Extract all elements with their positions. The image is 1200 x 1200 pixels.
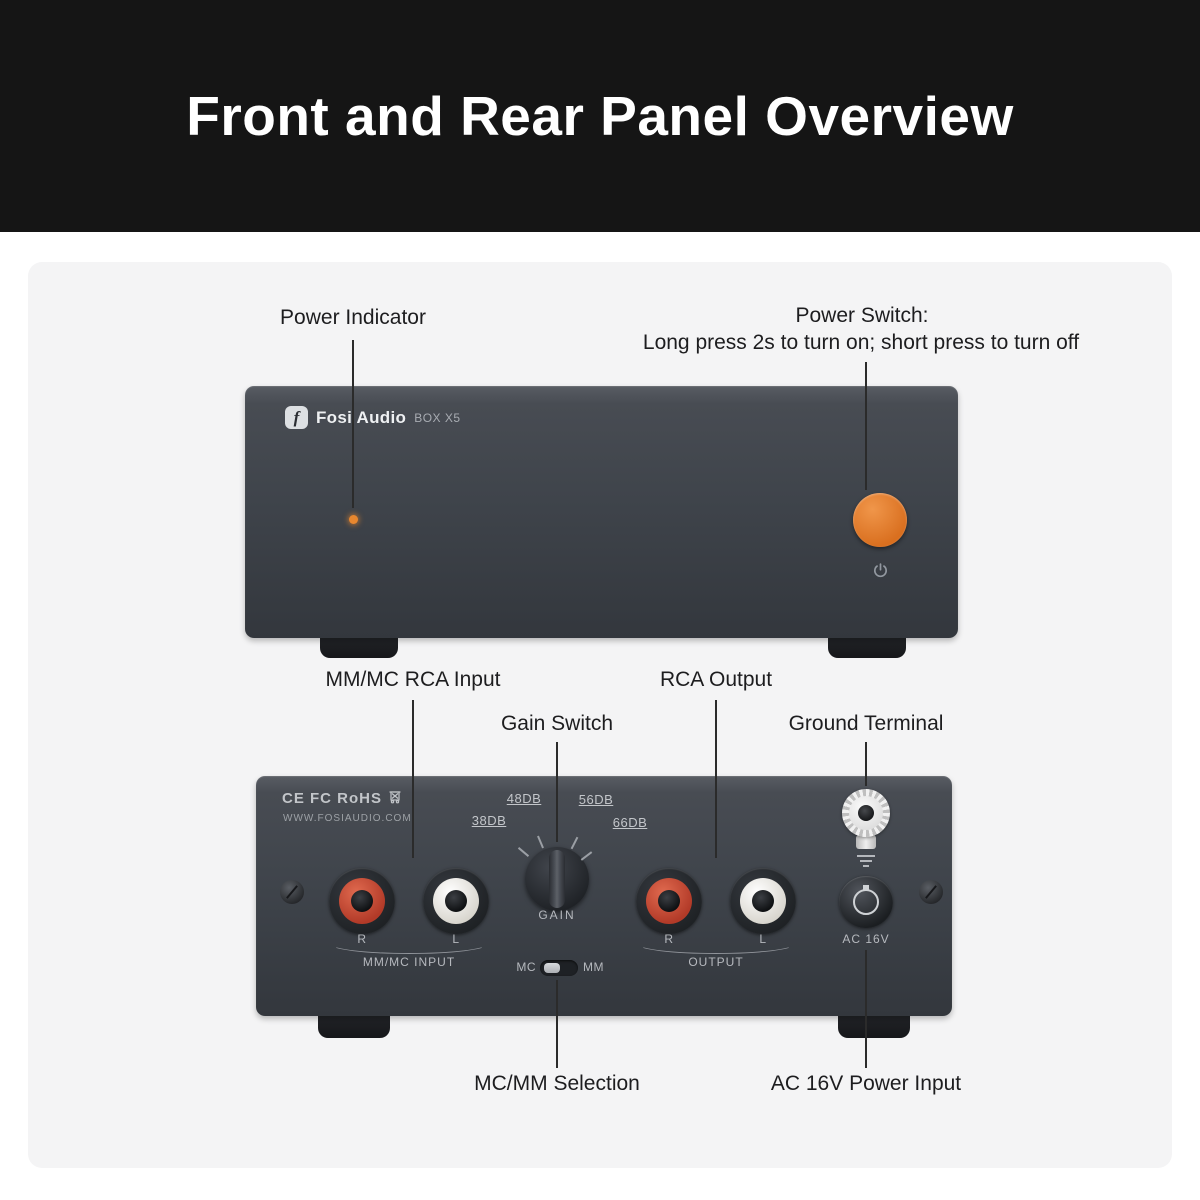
rca-center-hole — [351, 890, 373, 912]
ac-power-jack — [839, 876, 893, 928]
ground-terminal-shaft — [856, 835, 876, 849]
label-power-switch-title: Power Switch: — [795, 304, 929, 327]
rca-center-hole — [445, 890, 467, 912]
switch-mm-label: MM — [583, 960, 604, 974]
gain-knob — [525, 847, 589, 911]
ac-jack-key — [863, 885, 869, 891]
header-band: Front and Rear Panel Overview — [0, 0, 1200, 232]
output-group-label: OUTPUT — [688, 955, 744, 969]
rca-jack-output-left — [730, 868, 796, 934]
ground-terminal-face — [849, 796, 883, 830]
screw-right — [919, 880, 943, 904]
line-rca-output — [715, 700, 717, 858]
output-group-bracket — [637, 934, 795, 954]
mc-mm-switch — [540, 960, 578, 976]
power-button — [853, 493, 907, 547]
model-name: BOX X5 — [414, 410, 461, 425]
rca-center-hole — [752, 890, 774, 912]
ground-terminal-knob — [842, 789, 890, 837]
line-ac-power-input — [865, 950, 867, 1068]
label-gain-switch: Gain Switch — [500, 712, 614, 735]
line-power-indicator — [352, 340, 354, 508]
gain-caption: GAIN — [538, 908, 576, 922]
ground-symbol-icon — [856, 852, 876, 867]
gain-knob-grip — [549, 850, 565, 908]
label-power-switch-desc: Long press 2s to turn on; short press to… — [642, 331, 1080, 354]
power-symbol-icon — [872, 562, 889, 584]
certification-marks: CE FC RoHS — [282, 789, 401, 808]
front-panel-device — [245, 386, 958, 638]
weee-bin-icon — [389, 789, 401, 808]
cert-text: CE FC RoHS — [282, 790, 382, 807]
input-group-label: MM/MC INPUT — [362, 955, 456, 969]
line-mm-mc-input — [412, 700, 414, 858]
label-ac-power-input: AC 16V Power Input — [770, 1072, 962, 1095]
gain-38db-label: 38DB — [471, 813, 507, 828]
brand-name: Fosi Audio — [316, 407, 407, 427]
line-ground-terminal — [865, 742, 867, 786]
line-power-switch — [865, 362, 867, 490]
fosi-logo-icon: f — [285, 406, 308, 429]
gain-56db-label: 56DB — [578, 792, 614, 807]
ground-terminal-hole — [858, 805, 874, 821]
line-mc-mm-selection — [556, 980, 558, 1068]
screw-left — [280, 880, 304, 904]
gain-66db-label: 66DB — [612, 815, 648, 830]
page-title: Front and Rear Panel Overview — [186, 85, 1014, 147]
ac-jack-ring — [853, 889, 879, 915]
label-rca-output: RCA Output — [659, 668, 773, 691]
line-gain-switch — [556, 742, 558, 842]
brand-logo: f Fosi Audio BOX X5 — [285, 406, 461, 429]
power-indicator-led — [349, 515, 358, 524]
label-mm-mc-input: MM/MC RCA Input — [325, 668, 501, 691]
rca-jack-input-left — [423, 868, 489, 934]
rca-center-hole — [658, 890, 680, 912]
rca-jack-input-right — [329, 868, 395, 934]
input-group-bracket — [330, 934, 488, 954]
rca-jack-output-right — [636, 868, 702, 934]
ac-16v-label: AC 16V — [842, 932, 890, 946]
website-text: WWW.FOSIAUDIO.COM — [283, 813, 412, 824]
switch-mc-label: MC — [516, 960, 536, 974]
mc-mm-switch-knob — [544, 963, 560, 973]
label-power-indicator: Power Indicator — [280, 306, 426, 329]
label-mc-mm-selection: MC/MM Selection — [474, 1072, 640, 1095]
gain-48db-label: 48DB — [506, 791, 542, 806]
label-ground-terminal: Ground Terminal — [788, 712, 944, 735]
